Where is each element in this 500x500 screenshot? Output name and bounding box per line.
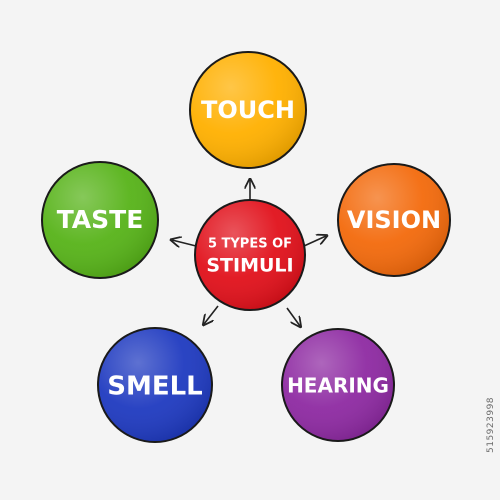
node-smell-shine — [99, 329, 211, 441]
node-hearing-shine — [283, 330, 393, 440]
node-smell: SMELL — [97, 327, 213, 443]
node-touch: TOUCH — [189, 51, 307, 169]
connector-arrows — [172, 180, 326, 326]
node-touch-label: TOUCH — [201, 96, 295, 124]
node-vision-shine — [339, 165, 449, 275]
node-taste: TASTE — [41, 161, 159, 279]
arrow-to-smell — [204, 305, 219, 324]
node-taste-label: TASTE — [57, 205, 144, 234]
arrow-to-taste — [172, 240, 197, 246]
node-smell-label: SMELL — [107, 372, 203, 402]
stock-id-watermark: 515923998 — [486, 396, 496, 454]
node-vision-label: VISION — [347, 206, 441, 234]
arrow-to-vision — [303, 236, 326, 247]
center-node-shine — [196, 201, 304, 309]
center-node: 5 TYPES OF STIMULI — [194, 199, 306, 311]
node-touch-shine — [191, 53, 305, 167]
center-title-line1: 5 TYPES OF — [208, 237, 292, 252]
node-hearing: HEARING — [281, 328, 395, 442]
node-taste-shine — [43, 163, 157, 277]
center-title-line2: STIMULI — [206, 255, 293, 277]
arrow-to-hearing — [286, 307, 300, 326]
node-vision: VISION — [337, 163, 451, 277]
node-hearing-label: HEARING — [287, 374, 389, 398]
